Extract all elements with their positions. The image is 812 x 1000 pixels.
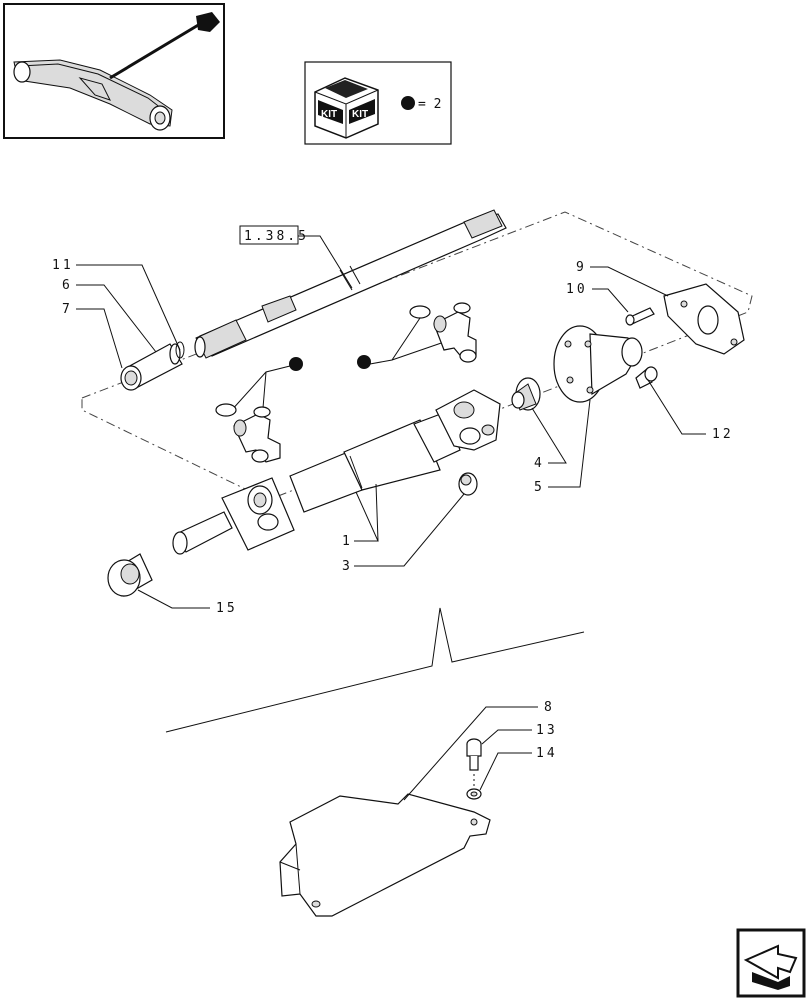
reference-label[interactable]: 1.38.5: [244, 229, 309, 244]
next-page-arrow-icon[interactable]: [736, 928, 806, 998]
flange: [553, 325, 643, 403]
reference-box[interactable]: [239, 225, 299, 245]
callout-label-11[interactable]: 11: [52, 258, 74, 273]
bearing: [511, 377, 541, 411]
nut: [458, 472, 478, 496]
cover-plate: [663, 283, 745, 355]
pin-sleeve: [120, 341, 185, 391]
callout-11[interactable]: 11: [52, 258, 181, 351]
callout-label-12[interactable]: 12: [712, 427, 734, 442]
callout-label-9[interactable]: 9: [576, 260, 587, 275]
callout-10[interactable]: 10: [566, 282, 629, 313]
callout-4[interactable]: 4: [531, 407, 567, 471]
callout-label-1[interactable]: 1: [342, 534, 353, 549]
callout-label-13[interactable]: 13: [536, 723, 558, 738]
callout-label-3[interactable]: 3: [342, 559, 353, 574]
screw: [466, 738, 482, 771]
kit-legend: KIT KIT = 2: [304, 61, 452, 145]
callout-label-8[interactable]: 8: [544, 700, 555, 715]
kit-boundary: [81, 211, 753, 501]
kit-label-left: KIT: [321, 109, 337, 120]
callout-5[interactable]: 5: [534, 399, 591, 495]
kit-box-icon: KIT KIT: [314, 77, 379, 139]
guard-plate: [279, 793, 491, 917]
kit-quantity: = 2: [418, 97, 441, 112]
cardan-shaft: [172, 389, 501, 555]
callout-7[interactable]: 7: [62, 302, 123, 369]
callout-14[interactable]: 14: [479, 746, 558, 791]
callout-label-7[interactable]: 7: [62, 302, 73, 317]
kit-label-right: KIT: [352, 109, 368, 120]
callout-3[interactable]: 3: [342, 493, 465, 574]
callout-8[interactable]: 8: [403, 700, 555, 801]
callout-label-5[interactable]: 5: [534, 480, 545, 495]
callout-6[interactable]: 6: [62, 278, 157, 353]
bolt-upper: [625, 307, 655, 326]
kit-bullet-right: [357, 355, 371, 369]
filled-dot-icon: [401, 96, 415, 110]
callout-label-6[interactable]: 6: [62, 278, 73, 293]
callout-1[interactable]: 1: [342, 483, 379, 549]
bolt-lower: [635, 366, 658, 389]
callout-label-10[interactable]: 10: [566, 282, 588, 297]
callout-label-15[interactable]: 15: [216, 601, 238, 616]
upper-cross-spider: [409, 302, 477, 363]
callout-label-14[interactable]: 14: [536, 746, 558, 761]
callout-label-4[interactable]: 4: [534, 456, 545, 471]
section-break-line: [165, 607, 585, 733]
kit-bullet-left: [289, 357, 303, 371]
lower-cross-spider: [215, 403, 281, 463]
washer: [466, 788, 482, 800]
dust-boot: [107, 553, 153, 597]
axle-thumbnail-icon[interactable]: [3, 3, 225, 139]
callout-15[interactable]: 15: [137, 589, 238, 616]
callout-9[interactable]: 9: [576, 260, 669, 297]
callout-13[interactable]: 13: [481, 723, 558, 745]
splined-shaft: [194, 209, 507, 359]
callout-12[interactable]: 12: [647, 379, 734, 442]
reference-leader: [298, 235, 353, 289]
